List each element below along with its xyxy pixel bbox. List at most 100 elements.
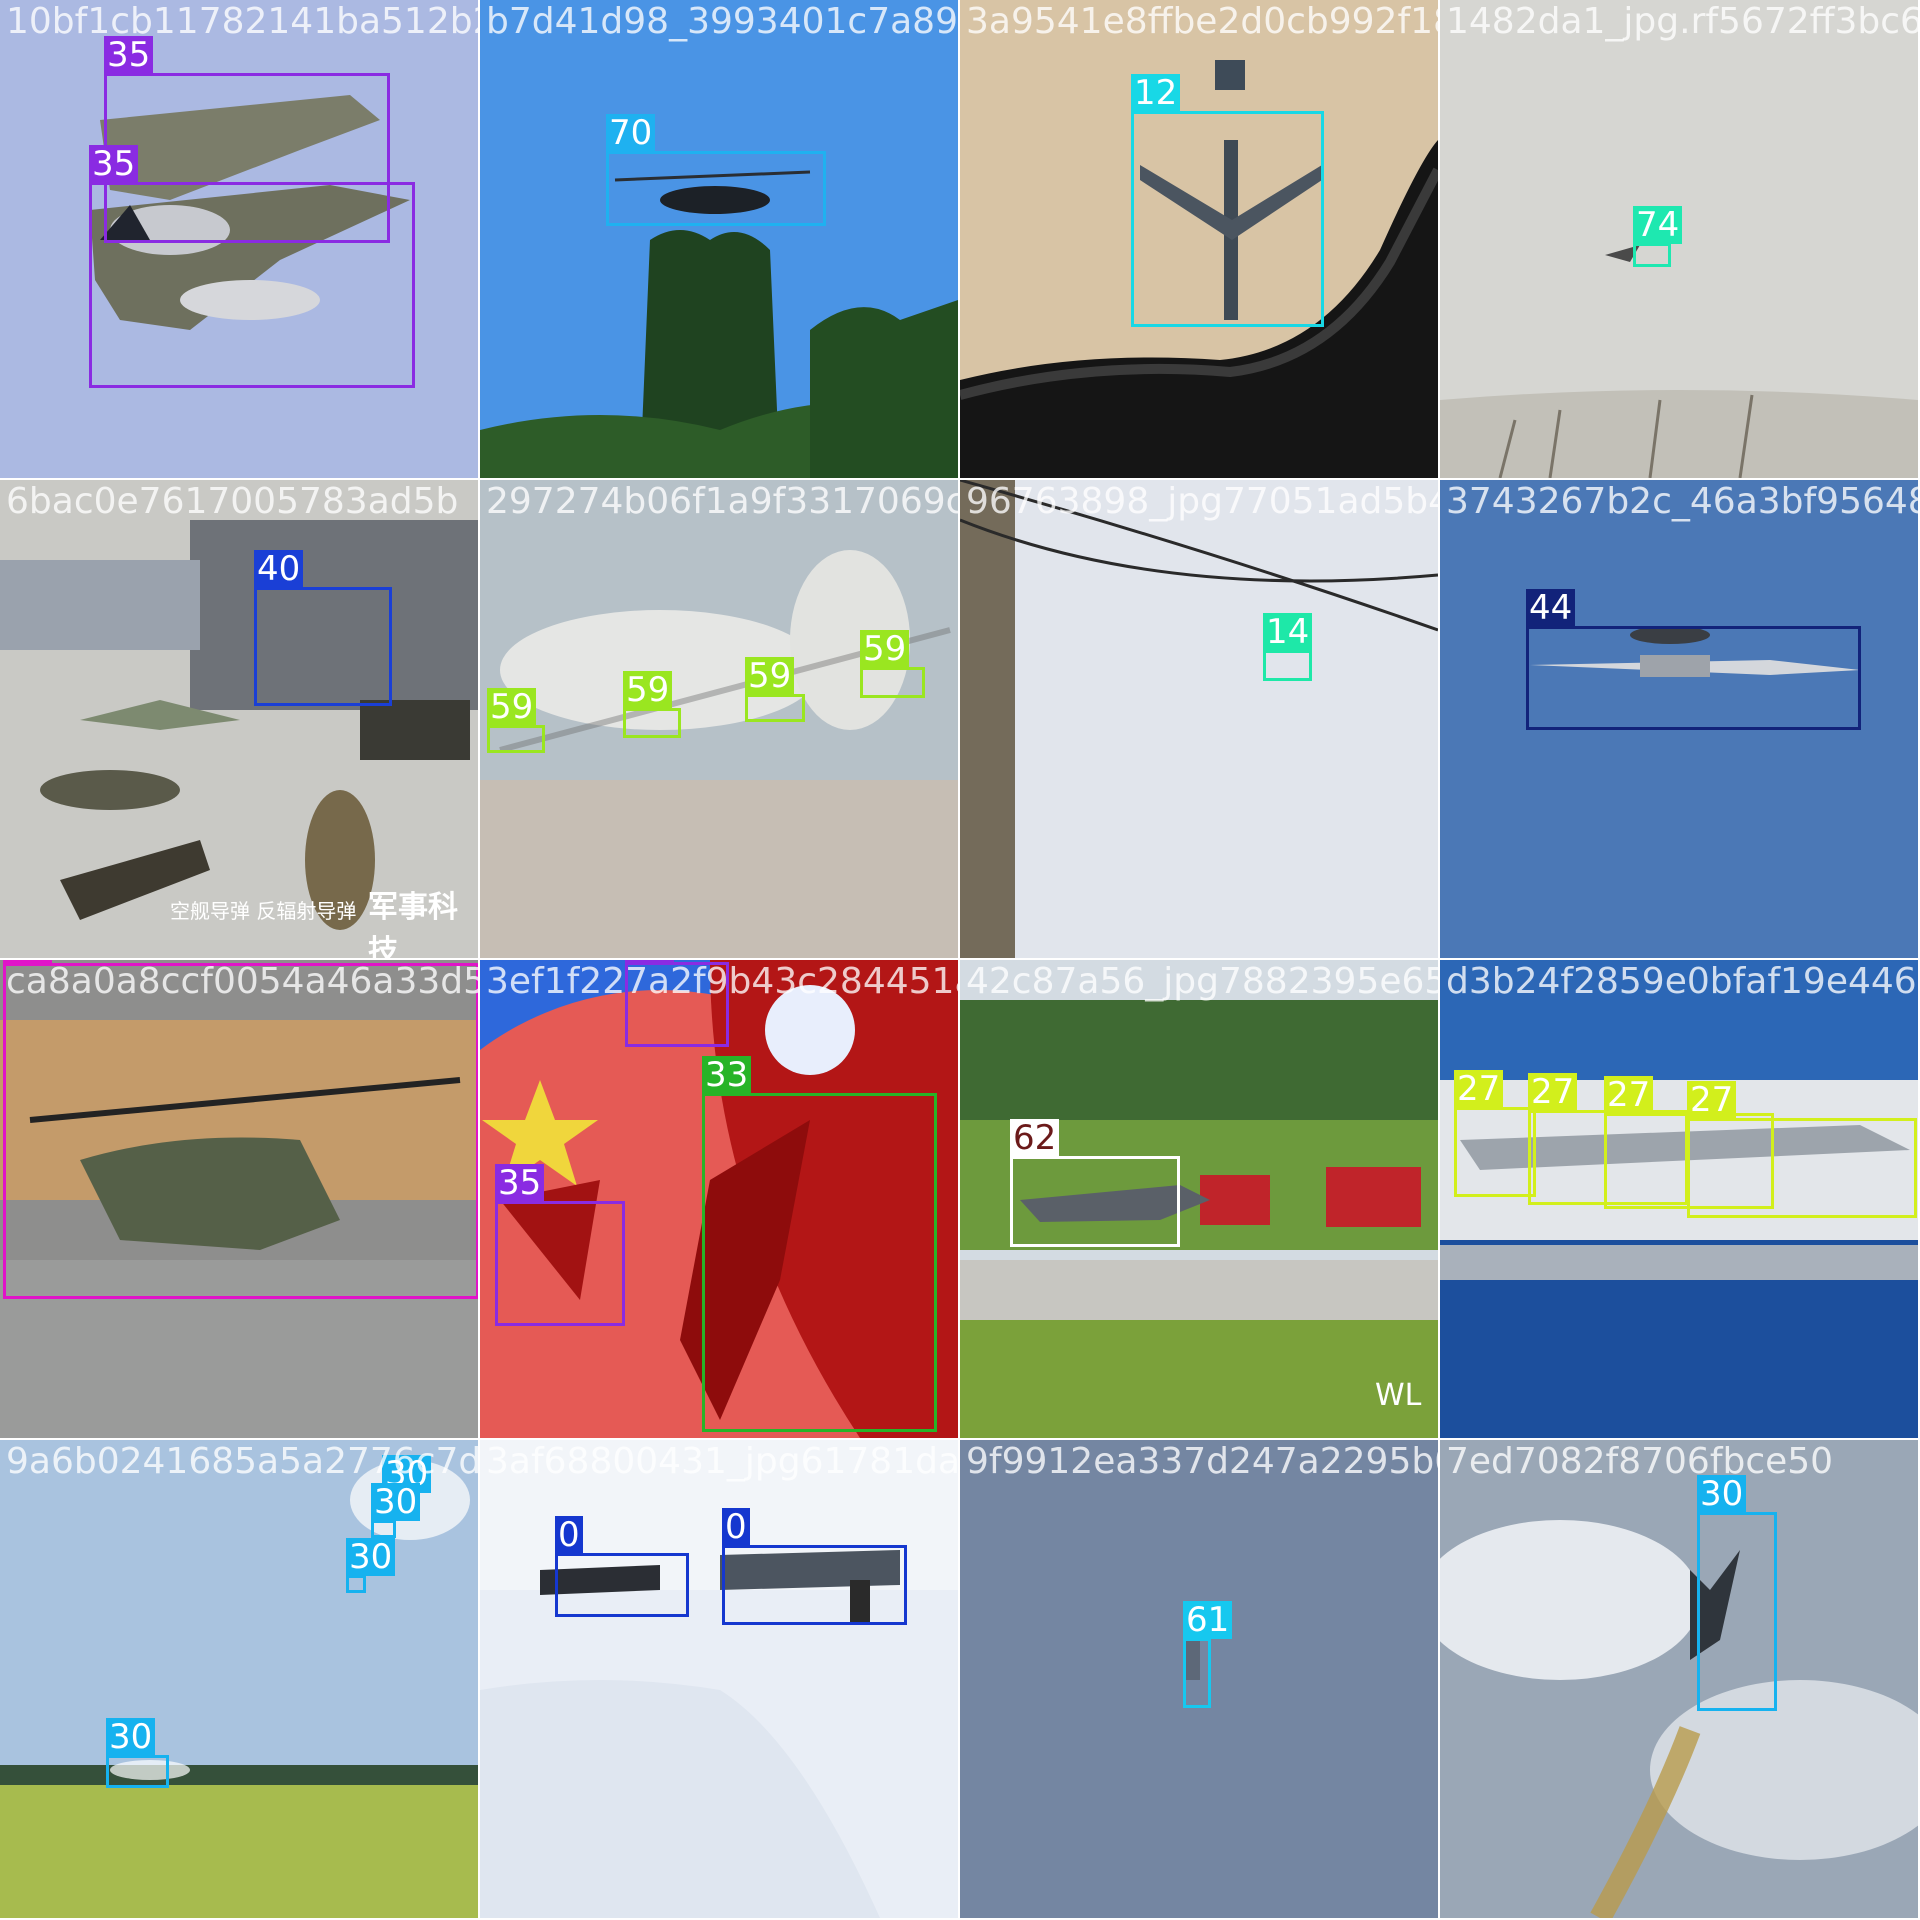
image-tile-8: 3743267b2c_46a3bf95648edf 44 <box>1440 480 1918 958</box>
detection-box: 59 <box>623 671 681 738</box>
image-tile-12: d3b24f2859e0bfaf19e446b0 27 27 27 27 <box>1440 960 1918 1438</box>
detection-box: 27 <box>1454 1070 1536 1197</box>
tile-filename: 10bf1cb11782141ba512b237f744208e_jpg.rf <box>6 1 478 42</box>
image-tile-16: 7ed7082f8706fbce50 30 <box>1440 1440 1918 1918</box>
tile-filename: 297274b06f1a9f3317069cc <box>486 481 958 522</box>
image-tile-6: 297274b06f1a9f3317069cc 59 59 59 59 <box>480 480 958 958</box>
tile-filename: 6bac0e7617005783ad5b <box>6 481 459 522</box>
detection-box: 30 <box>106 1718 169 1788</box>
detection-box: 30 <box>371 1483 421 1538</box>
detection-box: 62 <box>1010 1119 1180 1247</box>
tile-filename: 96763898_jpg77051ad5b44 <box>966 481 1438 522</box>
detection-label: 74 <box>1633 206 1683 244</box>
tile-2-image <box>480 0 958 478</box>
detection-box: 51 <box>3 960 478 1299</box>
tile-filename: ca8a0a8ccf0054a46a33d50 <box>6 961 478 1002</box>
detection-label: 0 <box>555 1516 583 1554</box>
detection-box: 74 <box>1633 206 1683 267</box>
detection-label: 33 <box>702 1056 752 1094</box>
tile-filename: b7d41d98_3993401c7a890ec <box>486 1 958 42</box>
detection-label: 59 <box>487 688 537 726</box>
detection-box: 35 <box>89 145 415 388</box>
detection-box: 0 <box>722 1508 907 1625</box>
image-tile-3: 3a9541e8ffbe2d0cb992f18 12 <box>960 0 1438 478</box>
detection-box: 30 <box>346 1538 396 1593</box>
image-tile-1: 10bf1cb11782141ba512b237f744208e_jpg.rf … <box>0 0 478 478</box>
tile-filename: 9f9912ea337d247a2295b085 <box>966 1441 1438 1482</box>
tile-filename: 7ed7082f8706fbce50 <box>1446 1441 1834 1482</box>
detection-box: 12 <box>1131 74 1324 327</box>
detection-box: 59 <box>745 657 805 722</box>
detection-box: 59 <box>860 630 925 698</box>
image-tile-9: ca8a0a8ccf0054a46a33d50 51 <box>0 960 478 1438</box>
tile-filename: 3a9541e8ffbe2d0cb992f18 <box>966 1 1438 42</box>
detection-label: 70 <box>606 114 656 152</box>
tile-10-image <box>480 960 958 1438</box>
caption-text: 空舰导弹 反辐射导弹 <box>170 899 357 923</box>
detection-label: 27 <box>1687 1081 1737 1119</box>
detection-box: 0 <box>555 1516 689 1617</box>
tile-14-image <box>480 1440 958 1918</box>
detection-label: 61 <box>1183 1601 1233 1639</box>
detection-label: 59 <box>860 630 910 668</box>
tile-8-image <box>1440 480 1918 958</box>
tile-6-image <box>480 480 958 958</box>
image-tile-13: 9a6b0241685a5a2776c7d4 30 30 30 30 <box>0 1440 478 1918</box>
detection-box: 40 <box>254 550 392 706</box>
tile-11-image <box>960 960 1438 1438</box>
image-tile-14: 3af68800431_jpg61781da2dc 0 0 <box>480 1440 958 1918</box>
detection-label: 27 <box>1528 1073 1578 1111</box>
detection-label: 30 <box>371 1483 421 1521</box>
tile-1-image <box>0 0 478 478</box>
detection-label: 27 <box>1604 1076 1654 1114</box>
detection-label: 40 <box>254 550 304 588</box>
detection-label: 59 <box>745 657 795 695</box>
watermark-text: WL <box>1375 1378 1422 1413</box>
detection-box: 27 <box>1528 1073 1688 1205</box>
detection-label: 30 <box>346 1538 396 1576</box>
tile-3-image <box>960 0 1438 478</box>
tile-15-image <box>960 1440 1438 1918</box>
detection-box: 30 <box>1697 1475 1777 1711</box>
tile-filename: 9a6b0241685a5a2776c7d4 <box>6 1441 478 1482</box>
tile-filename: 3ef1f227a2f9b43c284451a154 <box>486 961 958 1002</box>
detection-box: 59 <box>487 688 545 753</box>
detection-label: 30 <box>106 1718 156 1756</box>
detection-label: 35 <box>104 36 154 74</box>
tile-5-image <box>0 480 478 958</box>
detection-label: 51 <box>3 960 53 964</box>
detection-label: 35 <box>625 960 675 963</box>
detection-label: 0 <box>722 1508 750 1546</box>
detection-label: 59 <box>623 671 673 709</box>
tile-7-image <box>960 480 1438 958</box>
image-tile-5: 6bac0e7617005783ad5b 40 空舰导弹 反辐射导弹 军事科技 <box>0 480 478 958</box>
tile-9-image <box>0 960 478 1438</box>
image-tile-15: 9f9912ea337d247a2295b085 61 <box>960 1440 1438 1918</box>
image-tile-7: 96763898_jpg77051ad5b44 14 <box>960 480 1438 958</box>
image-tile-10: 3ef1f227a2f9b43c284451a154 35 33 35 <box>480 960 958 1438</box>
detection-box: 61 <box>1183 1601 1233 1708</box>
detection-label: 35 <box>89 145 139 183</box>
detection-label: 14 <box>1263 613 1313 651</box>
detection-box: 44 <box>1526 589 1861 730</box>
detection-box: 27 <box>1687 1081 1917 1218</box>
image-tile-2: b7d41d98_3993401c7a890ec 70 <box>480 0 958 478</box>
tile-filename: d3b24f2859e0bfaf19e446b0 <box>1446 961 1918 1002</box>
detection-box: 35 <box>495 1164 625 1326</box>
detection-label: 35 <box>495 1164 545 1202</box>
detection-label: 12 <box>1131 74 1181 112</box>
detection-box: 14 <box>1263 613 1313 681</box>
tile-filename: 1482da1_jpg.rf5672ff3bc6e027 <box>1446 1 1918 42</box>
detection-box: 35 <box>625 960 729 1047</box>
detection-label: 30 <box>1697 1475 1747 1513</box>
logo-text: 军事科技 <box>368 890 458 958</box>
detection-label: 44 <box>1526 589 1576 627</box>
image-tile-4: 1482da1_jpg.rf5672ff3bc6e027 74 <box>1440 0 1918 478</box>
tile-filename: 42c87a56_jpg7882395e65b0 <box>966 961 1438 1002</box>
tile-filename: 3743267b2c_46a3bf95648edf <box>1446 481 1918 522</box>
tile-12-image <box>1440 960 1918 1438</box>
detection-label: 62 <box>1010 1119 1060 1157</box>
image-tile-11: 42c87a56_jpg7882395e65b0 62 WL <box>960 960 1438 1438</box>
detection-label: 27 <box>1454 1070 1504 1108</box>
